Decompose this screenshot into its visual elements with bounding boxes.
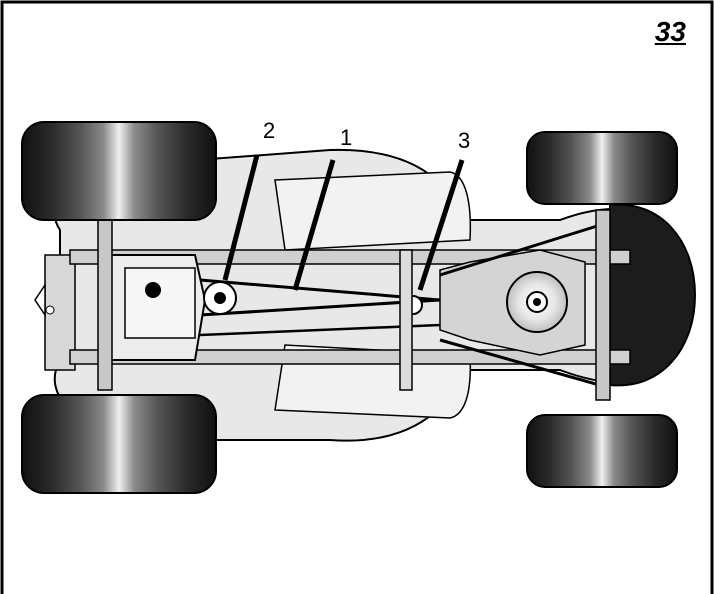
callout-leader-3 [417, 159, 465, 291]
front-left-wheel [526, 131, 678, 205]
transaxle-cover [124, 267, 196, 339]
rear-axle [97, 219, 113, 391]
transaxle-knob [145, 282, 161, 298]
front-axle [595, 209, 611, 401]
idler-arm [399, 249, 413, 391]
engine-pulley-center [533, 298, 541, 306]
figure-number: 33 [654, 16, 686, 47]
rear-right-wheel [21, 394, 217, 494]
rear-left-wheel [21, 121, 217, 221]
rear-hole [45, 305, 55, 315]
front-linkage-bottom [439, 338, 611, 390]
front-hood [609, 203, 697, 387]
front-right-wheel [526, 414, 678, 488]
callout-label-3: 3 [458, 128, 471, 153]
callout-leader-2 [222, 154, 260, 281]
callout-label-2: 2 [263, 118, 276, 143]
left-footrest [274, 171, 472, 251]
rear-hitch [34, 282, 46, 318]
front-linkage-top [439, 220, 611, 277]
transmission-pulley-hub [214, 292, 226, 304]
callout-leader-1 [292, 159, 336, 291]
callout-label-1: 1 [340, 125, 353, 150]
